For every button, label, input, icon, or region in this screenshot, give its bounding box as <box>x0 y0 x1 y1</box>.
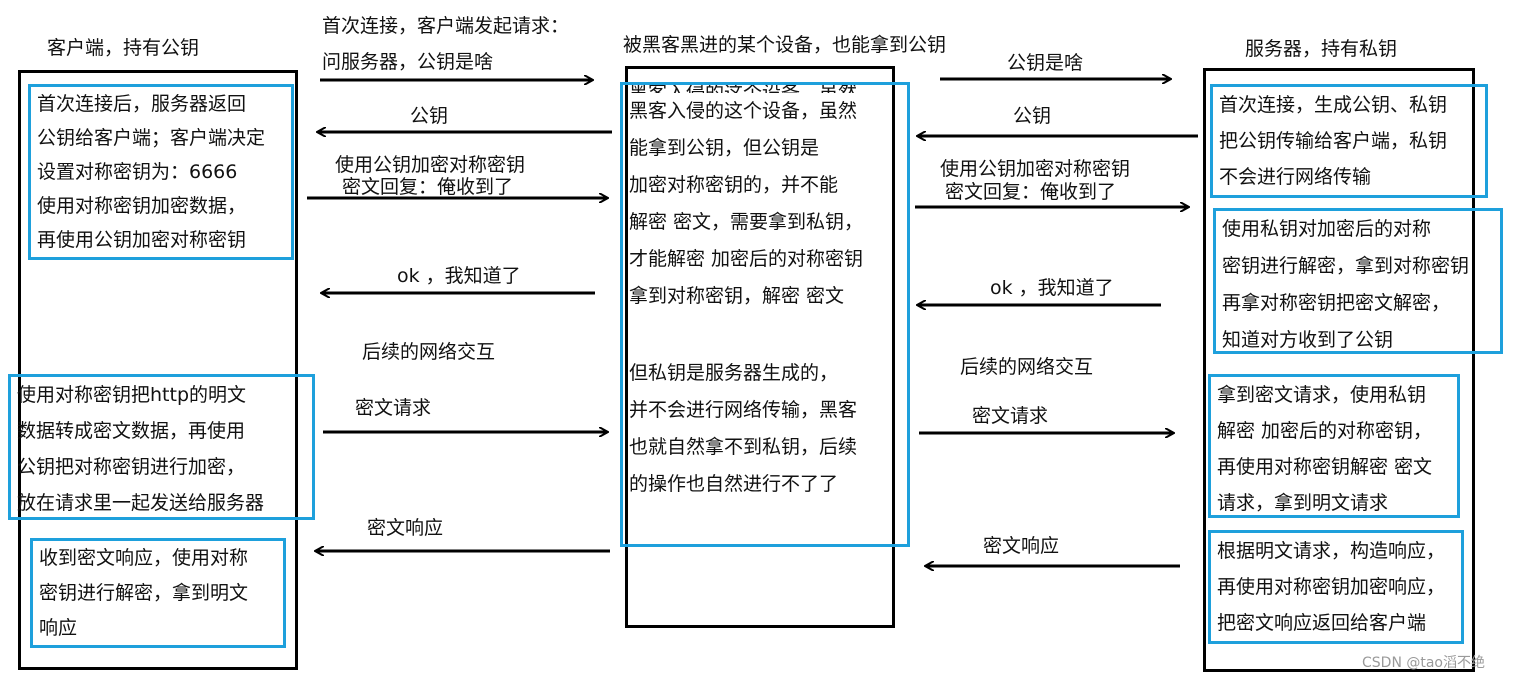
msg-public-key-left: 公钥 <box>410 105 449 127</box>
hacker-explanation-box: 黑客入侵的这个设备，虽然 黑客入侵的这个设备，虽然 能拿到公钥，但公钥是 加密对… <box>620 82 910 547</box>
box-line: 黑客入侵的这个设备，虽然 <box>629 100 858 122</box>
box-line: 不会进行网络传输 <box>1219 166 1372 188</box>
client-step-box-1: 首次连接后，服务器返回 公钥给客户端；客户端决定 设置对称密钥为：6666 使用… <box>28 84 294 260</box>
box-line: 根据明文请求，构造响应， <box>1217 540 1446 562</box>
box-line: 但私钥是服务器生成的， <box>629 362 839 384</box>
box-line: 放在请求里一起发送给服务器 <box>17 492 265 514</box>
client-step-box-2: 使用对称密钥把http的明文 数据转成密文数据，再使用 公钥把对称密钥进行加密，… <box>8 374 315 520</box>
msg-first-request-line1: 首次连接，客户端发起请求： <box>322 15 570 37</box>
box-line: 能拿到公钥，但公钥是 <box>629 137 820 159</box>
box-line: 并不会进行网络传输，黑客 <box>629 399 858 421</box>
box-line: 首次连接后，服务器返回 <box>37 93 247 115</box>
server-step-box-4: 根据明文请求，构造响应， 再使用对称密钥加密响应， 把密文响应返回给客户端 <box>1208 530 1464 644</box>
msg-ask-key-right: 公钥是啥 <box>1007 52 1084 74</box>
msg-ok-left: ok ，我知道了 <box>397 265 521 287</box>
box-line: 才能解密 加密后的对称密钥 <box>629 248 864 270</box>
server-step-box-1: 首次连接，生成公钥、私钥 把公钥传输给客户端，私钥 不会进行网络传输 <box>1210 84 1488 198</box>
box-line: 也就自然拿不到私钥，后续 <box>629 436 858 458</box>
server-header: 服务器，持有私钥 <box>1245 38 1398 60</box>
box-line: 把密文响应返回给客户端 <box>1217 612 1427 634</box>
client-header: 客户端，持有公钥 <box>47 37 200 59</box>
box-line: 首次连接，生成公钥、私钥 <box>1219 94 1448 116</box>
watermark: CSDN @tao滔不绝 <box>1362 655 1485 671</box>
box-line: 再拿对称密钥把密文解密， <box>1222 292 1451 314</box>
box-line: 收到密文响应，使用对称 <box>39 547 249 569</box>
box-line: 加密对称密钥的，并不能 <box>629 174 839 196</box>
box-line: 解密 加密后的对称密钥， <box>1217 420 1433 442</box>
msg-encrypt-left-line1: 使用公钥加密对称密钥 <box>335 154 526 176</box>
msg-followup-left: 后续的网络交互 <box>362 341 496 363</box>
box-line: 黑客入侵的这个设备，虽然 <box>629 85 901 93</box>
msg-encrypt-left-line2: 密文回复：俺收到了 <box>342 176 514 198</box>
msg-encrypt-right-line2: 密文回复：俺收到了 <box>945 181 1117 203</box>
msg-cipher-response-right: 密文响应 <box>983 535 1060 557</box>
box-line: 数据转成密文数据，再使用 <box>17 420 246 442</box>
box-line: 拿到密文请求，使用私钥 <box>1217 384 1427 406</box>
box-line: 公钥把对称密钥进行加密， <box>17 456 246 478</box>
box-line: 使用对称密钥把http的明文 <box>17 384 247 406</box>
server-column <box>1203 68 1475 672</box>
client-column <box>18 70 298 670</box>
box-line: 解密 密文，需要拿到私钥， <box>629 211 864 233</box>
box-line: 再使用对称密钥解密 密文 <box>1217 456 1433 478</box>
hacker-header: 被黑客黑进的某个设备，也能拿到公钥 <box>623 34 947 56</box>
box-line: 设置对称密钥为：6666 <box>37 161 238 183</box>
box-line: 拿到对称密钥，解密 密文 <box>629 285 845 307</box>
hacker-column <box>625 66 895 628</box>
msg-cipher-request-left: 密文请求 <box>355 397 432 419</box>
box-line: 密钥进行解密，拿到对称密钥 <box>1222 255 1470 277</box>
msg-public-key-right: 公钥 <box>1013 105 1052 127</box>
msg-ok-right: ok ，我知道了 <box>990 277 1114 299</box>
msg-first-request-line2: 问服务器，公钥是啥 <box>322 51 494 73</box>
msg-cipher-request-right: 密文请求 <box>972 405 1049 427</box>
box-line: 的操作也自然进行不了了 <box>629 473 839 495</box>
box-line: 知道对方收到了公钥 <box>1222 329 1394 351</box>
box-line: 再使用对称密钥加密响应， <box>1217 576 1446 598</box>
client-step-box-3: 收到密文响应，使用对称 密钥进行解密，拿到明文 响应 <box>30 538 286 648</box>
box-line: 把公钥传输给客户端，私钥 <box>1219 130 1448 152</box>
msg-cipher-response-left: 密文响应 <box>367 517 444 539</box>
msg-followup-right: 后续的网络交互 <box>960 356 1094 378</box>
msg-encrypt-right-line1: 使用公钥加密对称密钥 <box>940 158 1131 180</box>
server-step-box-3: 拿到密文请求，使用私钥 解密 加密后的对称密钥， 再使用对称密钥解密 密文 请求… <box>1208 374 1460 518</box>
box-line: 使用私钥对加密后的对称 <box>1222 218 1432 240</box>
box-line: 密钥进行解密，拿到明文 <box>39 582 249 604</box>
box-line: 再使用公钥加密对称密钥 <box>37 229 247 251</box>
box-line: 公钥给客户端；客户端决定 <box>37 127 266 149</box>
box-line: 使用对称密钥加密数据， <box>37 195 247 217</box>
server-step-box-2: 使用私钥对加密后的对称 密钥进行解密，拿到对称密钥 再拿对称密钥把密文解密， 知… <box>1213 208 1503 354</box>
box-line: 响应 <box>39 617 78 639</box>
box-line: 请求，拿到明文请求 <box>1217 492 1389 514</box>
